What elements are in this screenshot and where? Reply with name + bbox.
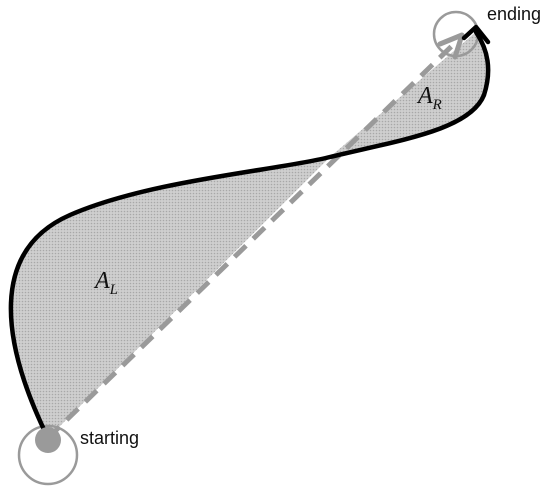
end-label: ending <box>487 4 541 24</box>
area-right-label-main: A <box>416 83 433 109</box>
area-right-label: AR <box>416 83 442 113</box>
curve-arrowhead <box>461 24 491 45</box>
area-right-label-sub: R <box>432 97 442 113</box>
area-left-region <box>10 157 330 438</box>
trajectory-curve <box>8 29 491 441</box>
straight-dashed-line <box>46 36 462 440</box>
dashed-arrowhead <box>437 32 465 60</box>
area-left-label-main: A <box>93 268 110 294</box>
area-left-label: AL <box>93 268 118 298</box>
start-dot <box>35 427 61 453</box>
start-circle <box>17 424 79 486</box>
start-label: starting <box>80 428 139 448</box>
area-left-label-sub: L <box>109 282 118 298</box>
